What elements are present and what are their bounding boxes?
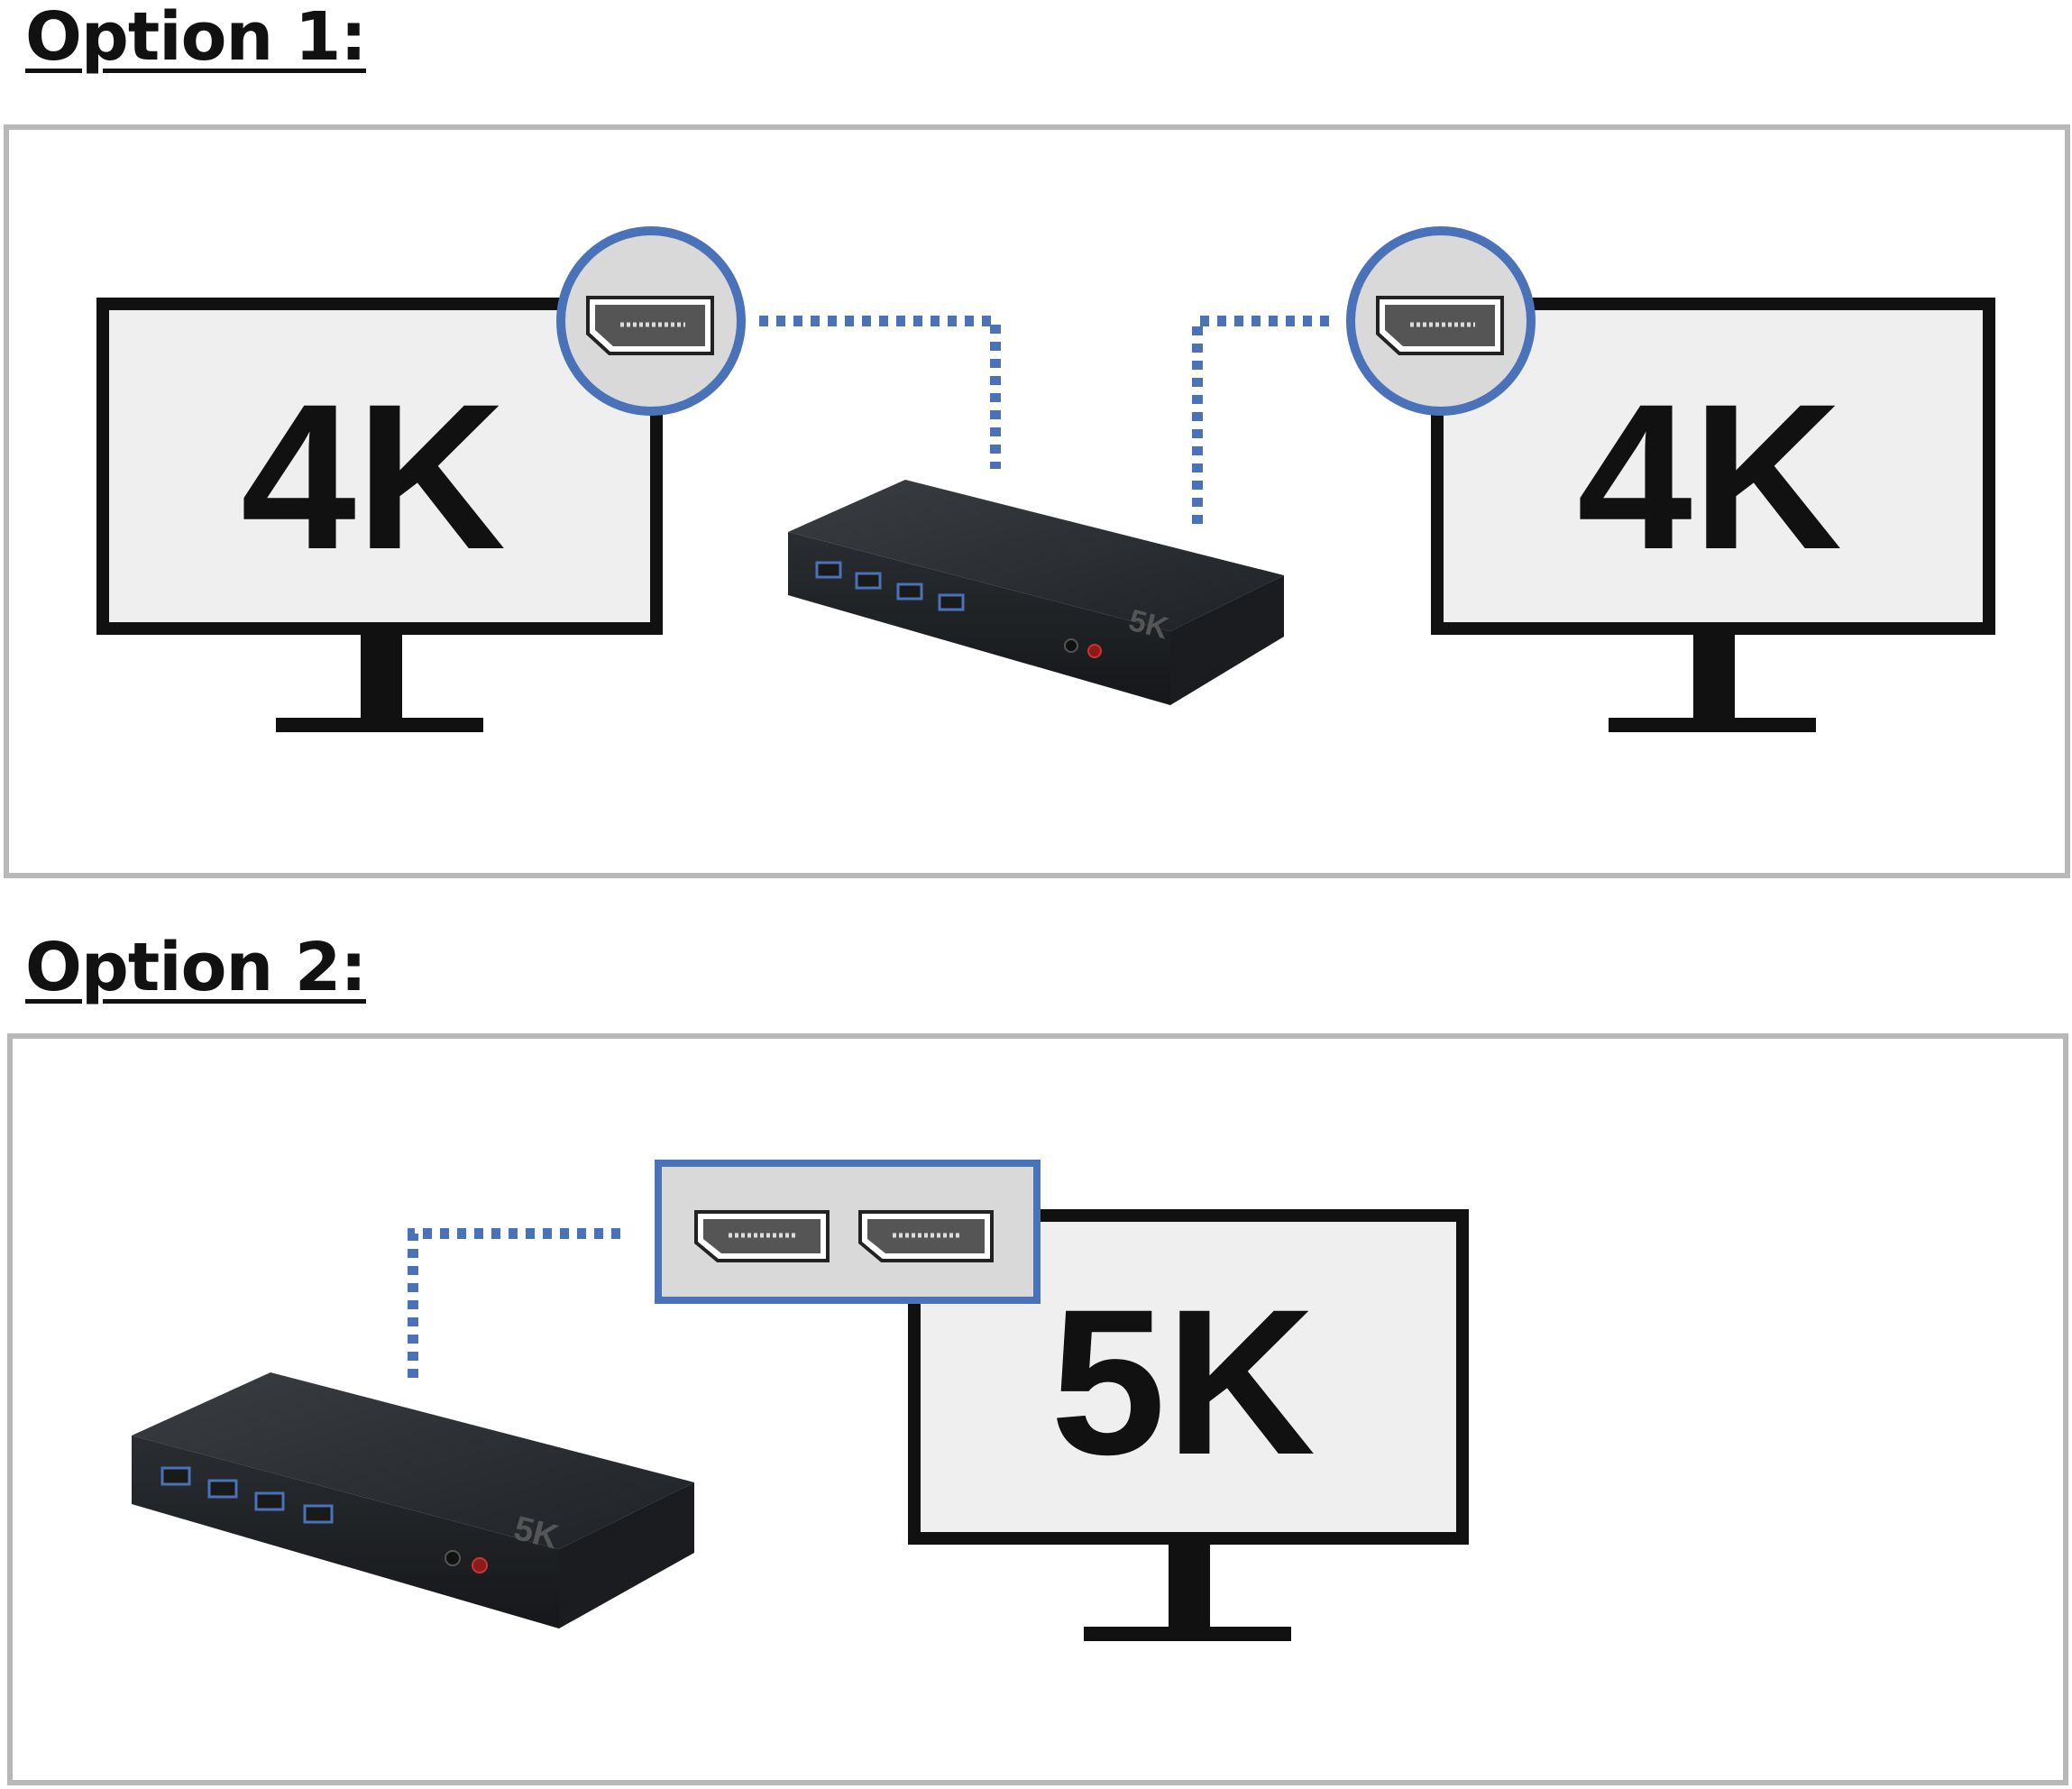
displayport-callout-left [556,226,746,416]
audio-jack-icon [1064,638,1078,653]
usb-port-icon [815,561,965,611]
dual-displayport-callout [655,1160,1041,1304]
connection-line [408,1228,620,1381]
displayport-icon [1376,296,1504,355]
usb-port-icon [160,1466,334,1524]
docking-station: 5K [788,480,1284,705]
displayport-icon [694,1210,830,1262]
monitor-stand [361,635,402,721]
audio-jack-icon [445,1550,461,1566]
option-2-heading: Option 2: [25,929,367,1006]
monitor-5k: 5K [908,1209,1469,1641]
monitor-left-label: 4K [241,361,506,592]
option-1-heading: Option 1: [25,0,367,76]
monitor-left: 4K [96,298,663,732]
docking-station: 5K [132,1372,694,1628]
displayport-icon [586,296,714,355]
monitor-stand [1693,635,1735,721]
audio-jack-icon [1087,644,1102,658]
monitor-base [1609,718,1816,732]
monitor-base [1084,1627,1291,1641]
monitor-right: 4K [1431,298,1995,732]
monitor-stand [1169,1544,1210,1630]
displayport-icon [858,1210,994,1262]
monitor-base [276,718,483,732]
displayport-callout-right [1346,226,1536,416]
audio-jack-icon [472,1557,488,1573]
monitor-right-label: 4K [1577,361,1842,592]
monitor-5k-label: 5K [1050,1266,1316,1498]
